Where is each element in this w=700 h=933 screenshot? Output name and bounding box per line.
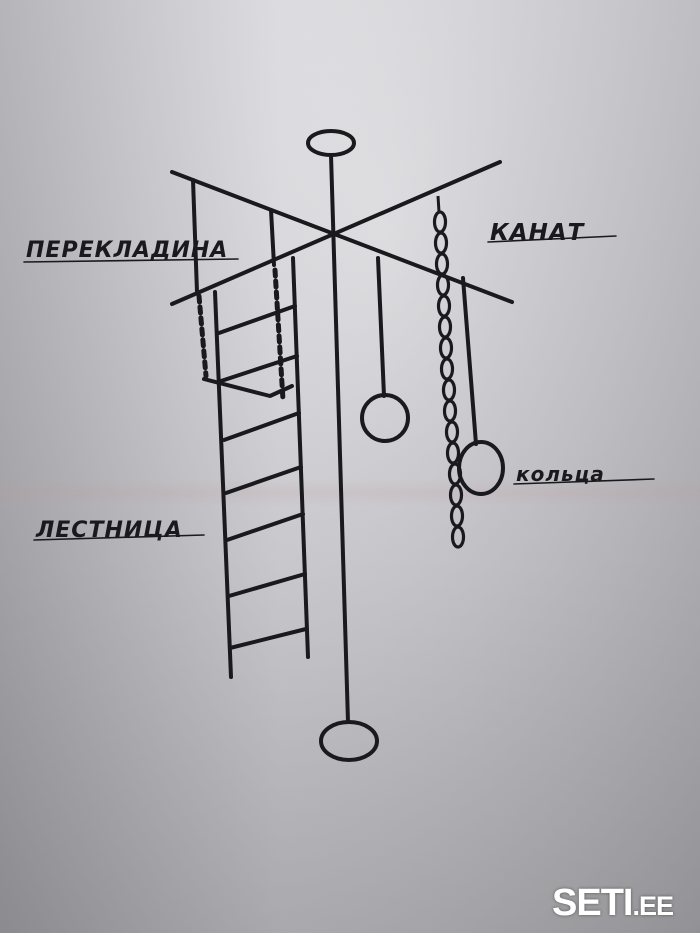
crossbar-label: ПЕРЕКЛАДИНА — [26, 238, 229, 263]
central-pole — [329, 153, 350, 724]
pole-base-ring — [319, 720, 379, 762]
left-hanger-rod — [191, 178, 199, 294]
rope-link — [436, 294, 452, 318]
ladder-right-rail — [291, 256, 310, 659]
rope-link — [442, 399, 458, 423]
watermark-logo: SETI.EE — [552, 882, 674, 924]
rope-link — [448, 483, 464, 507]
left-dashed-chain — [196, 293, 209, 379]
rope-label-underline — [487, 235, 617, 243]
paper-fold — [0, 478, 700, 508]
ladder-rung — [227, 572, 307, 598]
pole-top-ring — [306, 129, 356, 157]
crossbar-label-underline — [23, 258, 239, 263]
rope-link — [432, 210, 448, 234]
rings-label: кольца — [516, 462, 605, 486]
ladder-rung — [219, 354, 299, 383]
ladder-rung — [224, 465, 303, 495]
ladder-label-underline — [33, 534, 205, 541]
rope-link — [433, 231, 449, 255]
rope-link — [449, 504, 465, 528]
rope-link — [437, 315, 453, 339]
right-ring — [457, 440, 505, 496]
rings-label-underline — [513, 478, 655, 485]
rope-link — [450, 525, 466, 549]
crossbar-left-beam — [170, 170, 514, 304]
left-ring-rope — [376, 256, 386, 398]
lower-crossbar-bend — [202, 377, 294, 398]
ladder-left-rail — [213, 290, 233, 679]
middle-hanger-rod — [269, 208, 276, 267]
climbing-rope — [432, 195, 466, 549]
left-ring — [360, 393, 410, 443]
rope-link — [434, 252, 450, 276]
ladder-rung — [222, 411, 301, 442]
middle-dashed-chain — [272, 267, 286, 403]
rope-link — [439, 357, 455, 381]
ladder-label: ЛЕСТНИЦА — [36, 518, 183, 543]
rope-label: КАНАТ — [490, 220, 585, 246]
rope-link — [435, 273, 451, 297]
ladder-rung — [225, 512, 305, 542]
rope-top-hook — [436, 195, 441, 213]
ladder-rungs — [217, 304, 308, 650]
watermark-main: SETI — [552, 882, 633, 924]
crossbar-right-beam — [170, 160, 502, 306]
rope-link — [444, 420, 460, 444]
rope-link — [438, 336, 454, 360]
rope-link — [441, 378, 457, 402]
ladder-rung — [228, 627, 308, 650]
watermark-suffix: .EE — [632, 891, 674, 921]
rope-link — [445, 441, 461, 465]
ladder-rung — [217, 304, 297, 335]
right-ring-rope — [461, 276, 478, 446]
